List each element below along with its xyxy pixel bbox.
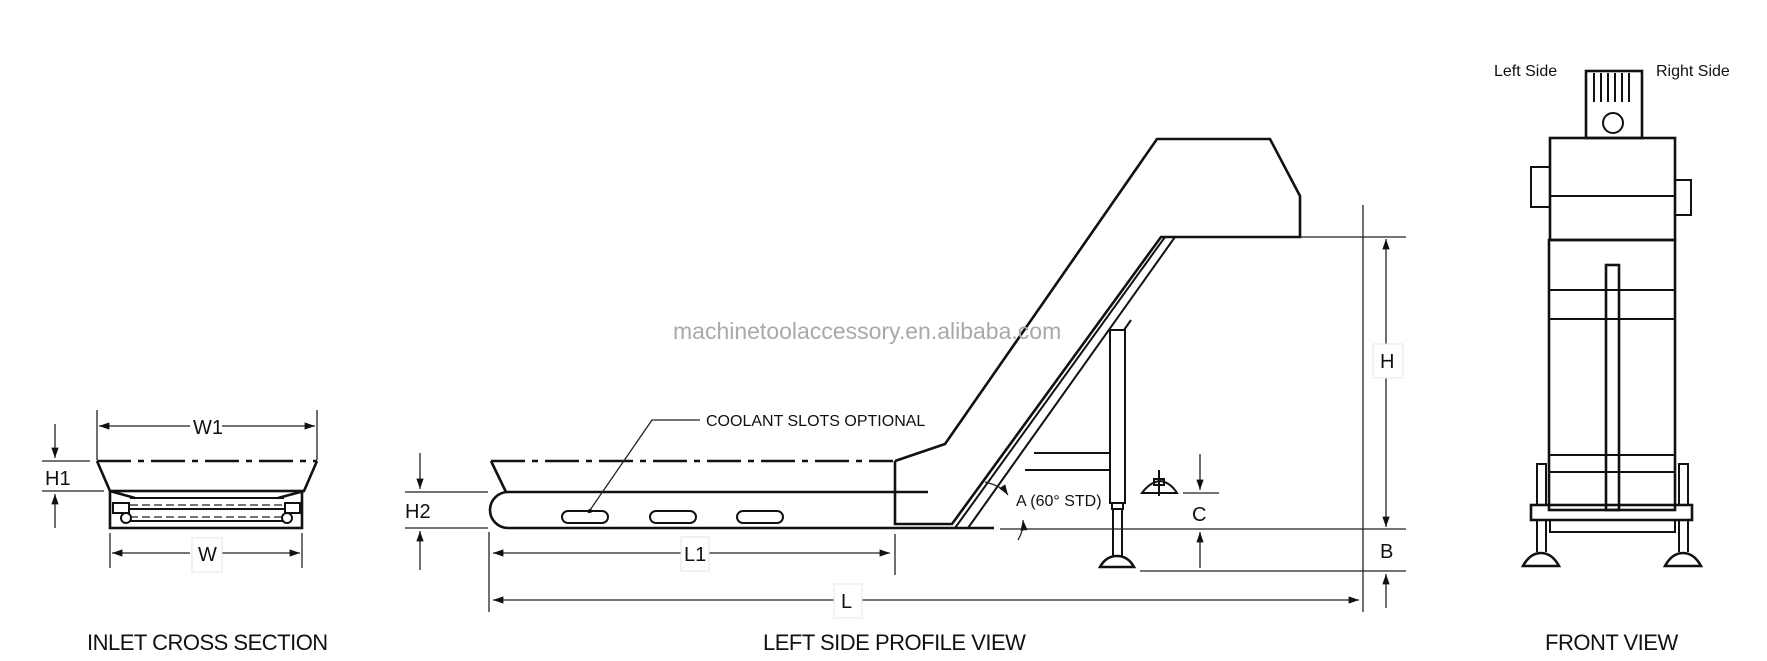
angle-a-label: A (60° STD) (1016, 493, 1102, 510)
dim-h-label: H (1380, 351, 1394, 373)
coolant-slots-callout: COOLANT SLOTS OPTIONAL (706, 413, 925, 430)
dim-w-label: W (198, 544, 217, 566)
dim-b-label: B (1380, 541, 1393, 563)
dim-c-label: C (1192, 504, 1206, 526)
inlet-cross-section: W1 H1 W INLET CROSS SECTION (42, 410, 328, 655)
front-view-title: FRONT VIEW (1545, 630, 1678, 655)
right-side-label: Right Side (1656, 63, 1730, 80)
dim-l-label: L (841, 591, 852, 613)
dim-l1-label: L1 (684, 544, 706, 566)
profile-view-title: LEFT SIDE PROFILE VIEW (763, 630, 1026, 655)
dim-h2-label: H2 (405, 501, 431, 523)
dim-w1-label: W1 (193, 417, 223, 439)
watermark-text: machinetoolaccessory.en.alibaba.com (673, 318, 1061, 344)
left-side-label: Left Side (1494, 63, 1557, 80)
inlet-view-title: INLET CROSS SECTION (87, 630, 328, 655)
front-view: Left Side Right Side (1494, 63, 1730, 655)
dim-h1-label: H1 (45, 468, 71, 490)
left-side-profile-view: COOLANT SLOTS OPTIONAL A (60° STD) C (405, 137, 1406, 655)
